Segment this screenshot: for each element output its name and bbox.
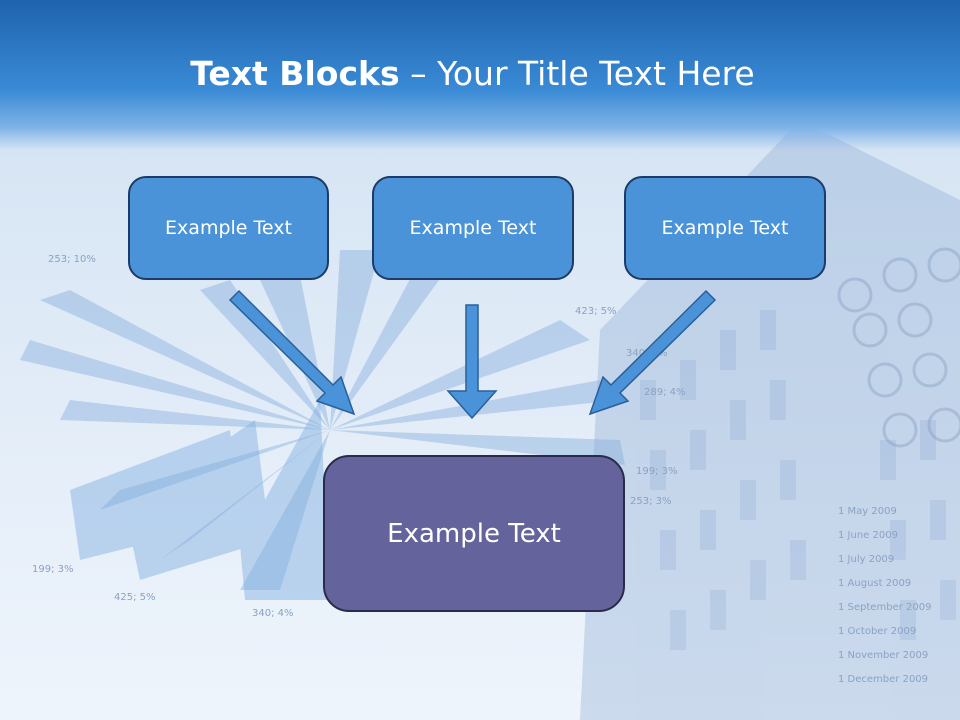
title-dash: – [410,54,427,93]
bg-label: 1 December 2009 [838,674,928,685]
bg-label: 253; 3% [630,496,672,507]
text-block-top-left[interactable]: Example Text [128,176,329,280]
bg-label: 1 November 2009 [838,650,928,661]
arrow-left-icon [228,289,356,416]
bg-label: 199; 3% [636,466,678,477]
bg-label: 425; 5% [114,592,156,603]
bg-label: 1 May 2009 [838,506,897,517]
arrow-right-icon [588,289,717,416]
text-block-bottom-label: Example Text [387,518,561,549]
arrow-down-icon [446,304,498,420]
bg-label: 1 August 2009 [838,578,911,589]
calculator-graphic [837,247,960,448]
bg-label: 1 July 2009 [838,554,894,565]
background-labels: 253; 10% 423; 5% 340; 3% 289; 4% 199; 3%… [32,254,931,685]
bg-label: 253; 10% [48,254,96,265]
bg-label: 1 September 2009 [838,602,931,613]
bg-label: 1 June 2009 [838,530,898,541]
bg-label: 340; 4% [252,608,294,619]
slide-title: Text Blocks – Your Title Text Here [0,54,945,93]
bg-label: 423; 5% [575,306,617,317]
text-block-bottom[interactable]: Example Text [323,455,625,612]
title-rest: Your Title Text Here [437,54,755,93]
text-block-top-center[interactable]: Example Text [372,176,574,280]
bg-label: 289; 4% [644,387,686,398]
bg-label: 1 October 2009 [838,626,916,637]
text-block-top-right[interactable]: Example Text [624,176,826,280]
title-banner [0,0,960,150]
text-block-top-right-label: Example Text [661,217,789,239]
text-block-top-center-label: Example Text [409,217,537,239]
bg-label: 199; 3% [32,564,74,575]
text-block-top-left-label: Example Text [165,217,292,239]
pie-segments-3d [70,400,330,600]
title-bold: Text Blocks [190,54,400,93]
